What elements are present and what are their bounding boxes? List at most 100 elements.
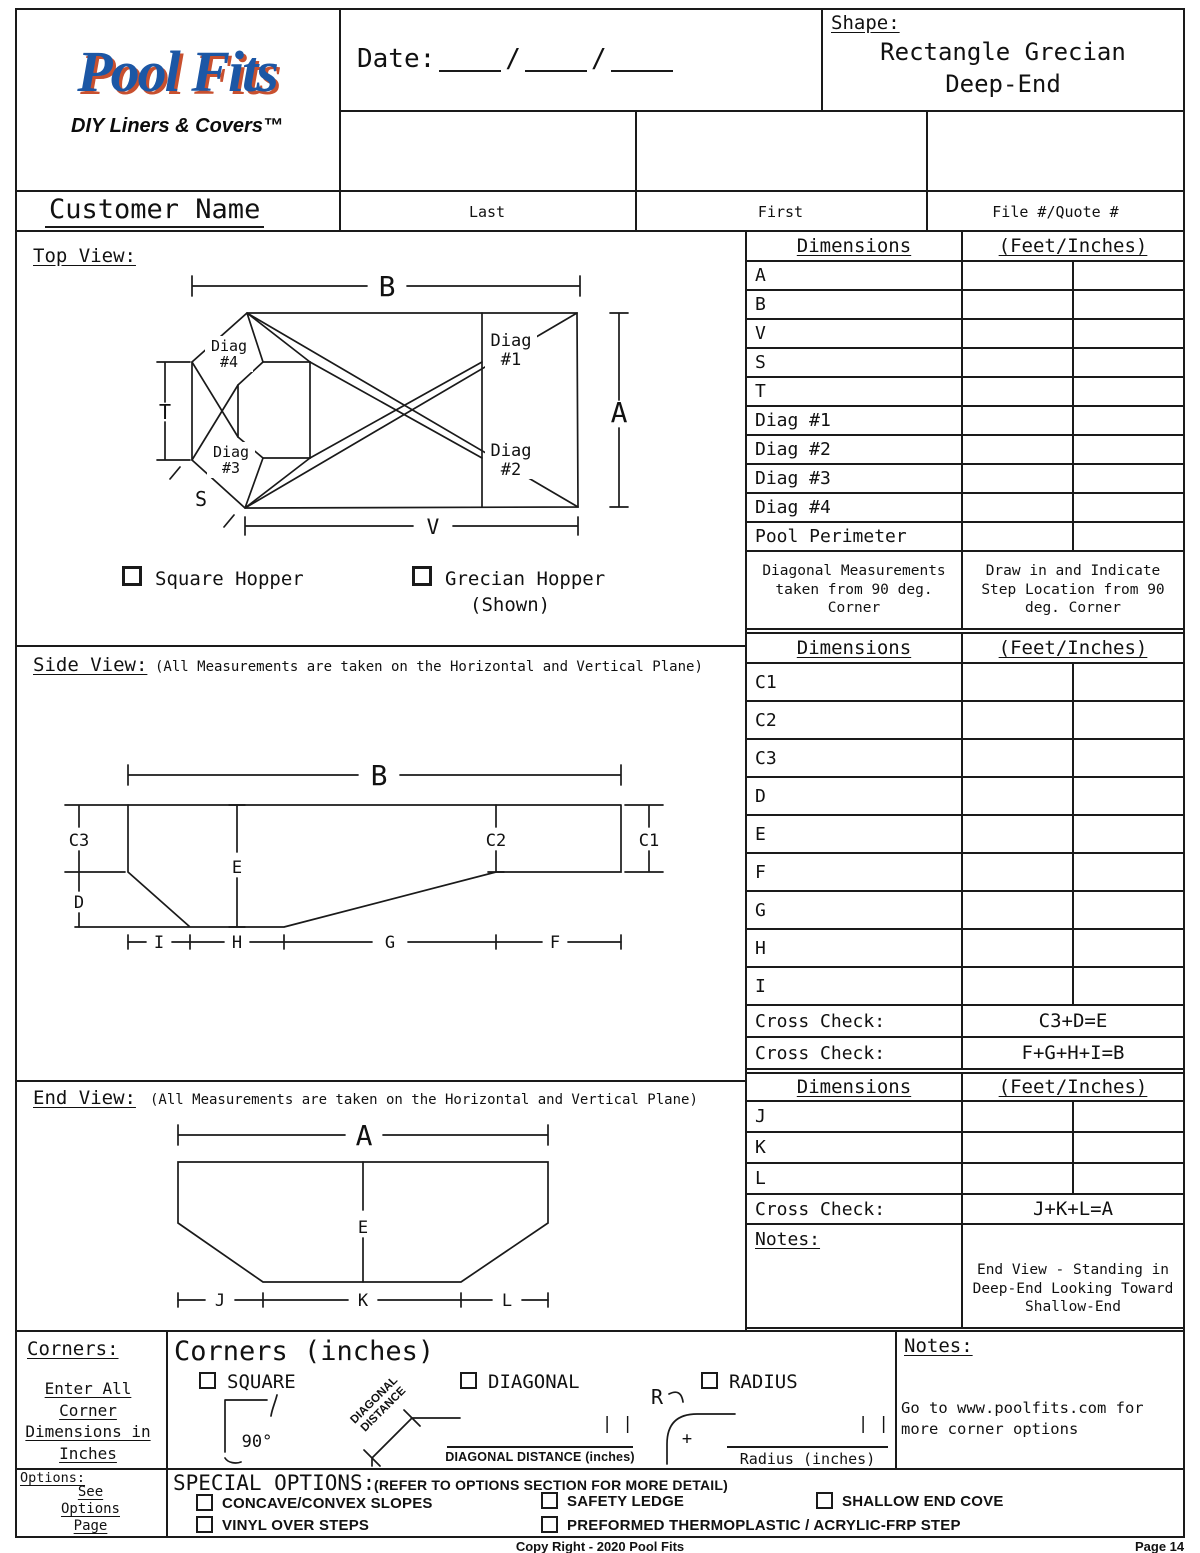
last-name-field[interactable] <box>339 110 635 190</box>
inches-value-cell[interactable] <box>1074 854 1183 890</box>
diagonal-distance-field[interactable] <box>447 1446 633 1448</box>
logo-title: Pool Fits <box>77 39 279 104</box>
svg-text:C2: C2 <box>486 831 506 851</box>
diagonal-distance-caption: DIAGONAL DISTANCE (inches) <box>445 1450 635 1464</box>
inches-value-cell[interactable] <box>1074 523 1183 550</box>
square-hopper-checkbox[interactable] <box>122 566 142 586</box>
inches-value-cell[interactable] <box>1074 1102 1183 1131</box>
inches-value-cell[interactable] <box>1074 378 1183 405</box>
safety-ledge-checkbox[interactable] <box>541 1492 558 1509</box>
dimension-label: Diag #2 <box>747 436 963 463</box>
feet-value-cell[interactable] <box>963 523 1074 550</box>
table-header-dimensions: Dimensions <box>747 1074 963 1100</box>
date-field-3[interactable] <box>610 46 673 72</box>
feet-value-cell[interactable] <box>963 740 1074 776</box>
date-field-2[interactable] <box>524 46 587 72</box>
dimension-label: Pool Perimeter <box>747 523 963 550</box>
feet-value-cell[interactable] <box>963 262 1074 289</box>
inches-value-cell[interactable] <box>1074 465 1183 492</box>
svg-text:E: E <box>232 858 242 878</box>
preformed-step-checkbox[interactable] <box>541 1516 558 1533</box>
step-location-note: Draw in and Indicate Step Location from … <box>981 562 1165 617</box>
grecian-hopper-checkbox[interactable] <box>412 566 432 586</box>
table-header-feet-inches: (Feet/Inches) <box>998 637 1148 659</box>
concave-convex-label: CONCAVE/CONVEX SLOPES <box>222 1495 433 1512</box>
concave-convex-checkbox[interactable] <box>196 1494 213 1511</box>
svg-text:V: V <box>427 515 440 539</box>
svg-text:C3: C3 <box>69 831 89 851</box>
notes-write-area[interactable]: Notes: <box>747 1225 963 1327</box>
feet-value-cell[interactable] <box>963 816 1074 852</box>
grecian-shown-label: (Shown) <box>470 594 551 616</box>
feet-value-cell[interactable] <box>963 702 1074 738</box>
dimension-label: B <box>747 291 963 318</box>
vinyl-over-steps-checkbox[interactable] <box>196 1516 213 1533</box>
corners-sidebar-title: Corners: <box>27 1338 119 1360</box>
inches-value-cell[interactable] <box>1074 930 1183 966</box>
date-slash-1: / <box>505 44 521 74</box>
grecian-hopper-label: Grecian Hopper <box>445 568 606 590</box>
inches-value-cell[interactable] <box>1074 349 1183 376</box>
feet-value-cell[interactable] <box>963 320 1074 347</box>
cross-check-label: Cross Check: <box>747 1038 963 1068</box>
date-label: Date: <box>357 44 436 74</box>
first-caption: First <box>757 203 804 221</box>
end-view-standing-note: End View - Standing in Deep-End Looking … <box>972 1261 1174 1316</box>
feet-value-cell[interactable] <box>963 378 1074 405</box>
feet-value-cell[interactable] <box>963 1164 1074 1193</box>
corners-title: Corners (inches) <box>174 1336 435 1367</box>
inches-value-cell[interactable] <box>1074 1133 1183 1162</box>
svg-text:A: A <box>611 396 628 429</box>
feet-value-cell[interactable] <box>963 892 1074 928</box>
feet-value-cell[interactable] <box>963 465 1074 492</box>
feet-value-cell[interactable] <box>963 494 1074 521</box>
dimension-label: L <box>747 1164 963 1193</box>
radius-corner-checkbox[interactable] <box>701 1372 718 1389</box>
square-corner-checkbox[interactable] <box>199 1372 216 1389</box>
dimension-label: Diag #3 <box>747 465 963 492</box>
date-field-1[interactable] <box>439 46 502 72</box>
inches-value-cell[interactable] <box>1074 702 1183 738</box>
inches-value-cell[interactable] <box>1074 816 1183 852</box>
feet-value-cell[interactable] <box>963 407 1074 434</box>
inches-value-cell[interactable] <box>1074 1164 1183 1193</box>
feet-value-cell[interactable] <box>963 968 1074 1004</box>
inches-value-cell[interactable] <box>1074 436 1183 463</box>
feet-value-cell[interactable] <box>963 1133 1074 1162</box>
radius-field[interactable] <box>727 1446 888 1448</box>
divider-line <box>895 1330 897 1468</box>
shallow-end-cove-checkbox[interactable] <box>816 1492 833 1509</box>
dimension-label: Diag #4 <box>747 494 963 521</box>
inches-value-cell[interactable] <box>1074 407 1183 434</box>
diagonal-corner-checkbox[interactable] <box>460 1372 477 1389</box>
dimension-label: J <box>747 1102 963 1131</box>
inches-value-cell[interactable] <box>1074 262 1183 289</box>
first-name-field[interactable] <box>635 110 926 190</box>
feet-value-cell[interactable] <box>963 854 1074 890</box>
feet-value-cell[interactable] <box>963 664 1074 700</box>
feet-value-cell[interactable] <box>963 778 1074 814</box>
file-quote-field[interactable] <box>926 110 1185 190</box>
feet-value-cell[interactable] <box>963 436 1074 463</box>
feet-value-cell[interactable] <box>963 349 1074 376</box>
svg-text:Diag: Diag <box>211 337 247 355</box>
inches-value-cell[interactable] <box>1074 494 1183 521</box>
svg-text:#4: #4 <box>220 353 238 371</box>
dimension-label: C2 <box>747 702 963 738</box>
inches-value-cell[interactable] <box>1074 291 1183 318</box>
logo-subtitle: DIY Liners & Covers™ <box>71 115 283 137</box>
inches-value-cell[interactable] <box>1074 778 1183 814</box>
table-header-feet-inches: (Feet/Inches) <box>998 235 1148 257</box>
safety-ledge-label: SAFETY LEDGE <box>567 1493 685 1510</box>
feet-value-cell[interactable] <box>963 291 1074 318</box>
inches-value-cell[interactable] <box>1074 740 1183 776</box>
feet-value-cell[interactable] <box>963 930 1074 966</box>
svg-text:B: B <box>371 759 388 792</box>
inches-value-cell[interactable] <box>1074 892 1183 928</box>
feet-value-cell[interactable] <box>963 1102 1074 1131</box>
inches-value-cell[interactable] <box>1074 664 1183 700</box>
square-corner-label: SQUARE <box>227 1371 296 1393</box>
inches-value-cell[interactable] <box>1074 968 1183 1004</box>
end-view-diagram: A E J K L <box>177 1119 549 1311</box>
inches-value-cell[interactable] <box>1074 320 1183 347</box>
